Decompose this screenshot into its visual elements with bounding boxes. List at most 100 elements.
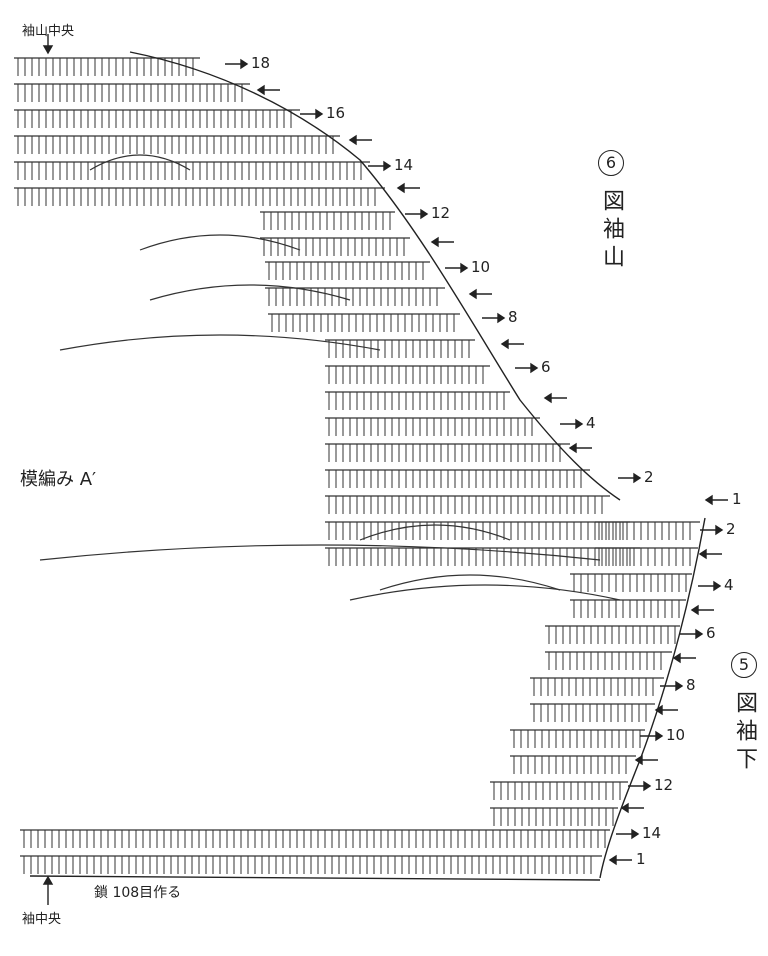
- stitch-row: [325, 339, 475, 358]
- chain-arch: [139, 234, 301, 251]
- stitch-row: [20, 829, 610, 848]
- row-number: 4: [724, 576, 734, 594]
- cap-section-heading: 6 図袖山: [595, 150, 627, 273]
- stitch-row: [510, 729, 645, 748]
- arrow-left-icon: [690, 604, 699, 616]
- arrow-right-icon: [240, 58, 249, 70]
- cap-section-number: 6: [598, 150, 624, 176]
- row-number: 10: [666, 726, 686, 744]
- stitch-row: [260, 211, 395, 230]
- stitch-row: [510, 755, 636, 774]
- arrow-left-icon: [672, 652, 681, 664]
- stitch-grid: [14, 57, 700, 874]
- arrow-left-icon: [468, 288, 477, 300]
- stitch-row: [325, 365, 490, 384]
- row-number: 14: [394, 156, 414, 174]
- center-pointers: [42, 34, 54, 905]
- lower-slope-line: [599, 517, 706, 879]
- stitch-row: [14, 83, 250, 102]
- row-number: 1: [732, 490, 742, 508]
- arrow-left-icon: [654, 704, 663, 716]
- chain-arch: [59, 334, 381, 351]
- arrow-right-icon: [575, 418, 584, 430]
- row-number: 10: [471, 258, 491, 276]
- chain-line: [29, 875, 601, 881]
- sleeve-center-arrowhead: [42, 875, 54, 885]
- arrow-right-icon: [643, 780, 652, 792]
- arrow-right-icon: [460, 262, 469, 274]
- row-number: 2: [644, 468, 654, 486]
- arrow-left-icon: [500, 338, 509, 350]
- stitch-row: [490, 781, 628, 800]
- cap-slope-line: [129, 51, 621, 501]
- arrow-right-icon: [383, 160, 392, 172]
- cap-section-title: 図袖山: [599, 189, 624, 273]
- row-number: 8: [686, 676, 696, 694]
- stitch-row: [325, 391, 510, 410]
- arrow-right-icon: [655, 730, 664, 742]
- stitch-row: [490, 807, 618, 826]
- arrow-left-icon: [634, 754, 643, 766]
- stitch-row: [570, 573, 692, 592]
- arrow-left-icon: [620, 802, 629, 814]
- lower-section-heading: 5 図袖下: [728, 652, 760, 775]
- stitch-row: [545, 625, 680, 644]
- chain-arch: [149, 284, 351, 301]
- arrow-left-icon: [430, 236, 439, 248]
- row-number: 1: [636, 850, 646, 868]
- stitch-row: [545, 651, 672, 670]
- sleeve-center-label: 袖中央: [22, 912, 62, 927]
- stitch-row: [260, 237, 410, 256]
- stitch-row: [595, 521, 700, 540]
- row-number: 18: [251, 54, 271, 72]
- stitch-row: [265, 287, 445, 306]
- arrow-right-icon: [675, 680, 684, 692]
- arrow-right-icon: [713, 580, 722, 592]
- arrow-left-icon: [698, 548, 707, 560]
- lower-section-number: 5: [731, 652, 757, 678]
- row-number: 16: [326, 104, 346, 122]
- stitch-row: [20, 855, 602, 874]
- arrow-right-icon: [695, 628, 704, 640]
- row-number: 6: [706, 624, 716, 642]
- stitch-row: [325, 547, 640, 566]
- stitch-row: [268, 313, 460, 332]
- stitch-row: [325, 469, 590, 488]
- stitch-row: [14, 109, 300, 128]
- arrow-right-icon: [315, 108, 324, 120]
- arrow-left-icon: [396, 182, 405, 194]
- arrow-right-icon: [633, 472, 642, 484]
- arrow-left-icon: [568, 442, 577, 454]
- chain-arch: [39, 544, 601, 561]
- chain-instruction: 鎖 108目作る: [90, 882, 186, 902]
- cap-center-arrowhead: [42, 45, 54, 55]
- arrow-left-icon: [348, 134, 357, 146]
- arrow-left-icon: [543, 392, 552, 404]
- stitch-row: [14, 135, 340, 154]
- stitch-row: [530, 677, 664, 696]
- chain-arch: [359, 524, 511, 541]
- arrow-left-icon: [704, 494, 713, 506]
- row-number: 14: [642, 824, 662, 842]
- chart-outline: [29, 51, 706, 881]
- chain-arch: [89, 154, 191, 171]
- stitch-row: [325, 521, 630, 540]
- stitch-row: [14, 161, 370, 180]
- row-number: 6: [541, 358, 551, 376]
- arrow-left-icon: [608, 854, 617, 866]
- stitch-row: [265, 261, 430, 280]
- row-number: 4: [586, 414, 596, 432]
- row-arrows: [225, 58, 728, 866]
- arrow-right-icon: [530, 362, 539, 374]
- arrow-right-icon: [420, 208, 429, 220]
- arrow-left-icon: [256, 84, 265, 96]
- arrow-right-icon: [631, 828, 640, 840]
- chain-arch: [379, 574, 561, 591]
- row-number: 2: [726, 520, 736, 538]
- stitch-row: [325, 417, 540, 436]
- stitch-row: [14, 57, 200, 76]
- row-number: 12: [654, 776, 674, 794]
- pattern-label: 模編み A′: [20, 469, 97, 490]
- row-number: 12: [431, 204, 451, 222]
